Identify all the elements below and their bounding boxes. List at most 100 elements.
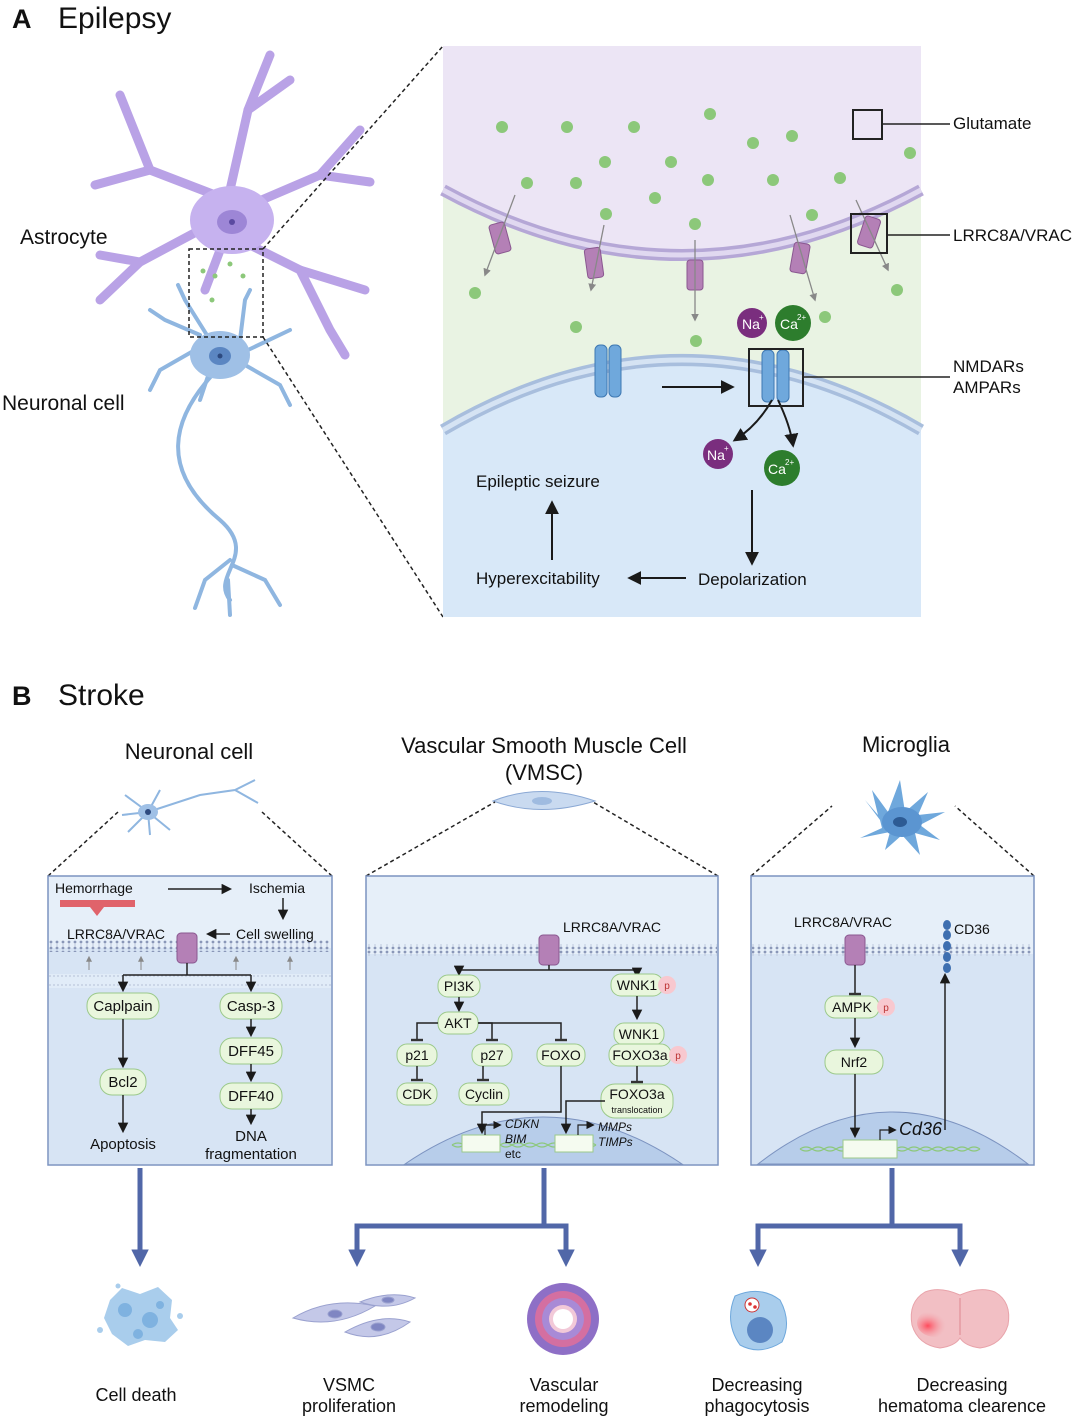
glutamate-molecule (665, 156, 677, 168)
glutamate-molecule (570, 177, 582, 189)
glutamate-molecule (904, 147, 916, 159)
astrocyte-label: Astrocyte (20, 226, 108, 249)
nmdar-channel-right (761, 349, 790, 403)
ampk-label: AMPK (832, 999, 872, 1015)
glutamate-molecule (689, 218, 701, 230)
phagocytosis-outcome-line2: phagocytosis (704, 1396, 809, 1416)
astrocyte-end (443, 46, 921, 255)
vrac-label: LRRC8A/VRAC (953, 226, 1072, 245)
microglia-vrac-label: LRRC8A/VRAC (794, 914, 892, 930)
wnk1-phospho-mark: p (664, 981, 670, 992)
panel-b-title: Stroke (58, 679, 145, 712)
stroke-microglia-column: Microglia LRRC8A/VRAC CD36 AMPK p (750, 732, 1035, 1166)
vsmc-promoter-2 (554, 1134, 594, 1153)
wnk1-label: WNK1 (619, 1026, 660, 1042)
hematoma-outcome-line1: Decreasing (916, 1375, 1007, 1395)
glutamate-release-arrows (483, 194, 889, 322)
hematoma-brain-icon (910, 1289, 1010, 1349)
casp3-label: Casp-3 (227, 998, 275, 1015)
p21-label: p21 (405, 1047, 429, 1063)
foxo3a-p-label: FOXO3a (612, 1047, 667, 1063)
vascular-remodeling-icon (527, 1283, 599, 1355)
timps-gene: TIMPs (598, 1135, 633, 1149)
bcl2-label: Bcl2 (108, 1074, 137, 1091)
microglia-box-membrane (752, 944, 1033, 956)
bim-gene: BIM (505, 1132, 526, 1146)
svg-text:Na: Na (707, 447, 725, 463)
vascular-outcome-line1: Vascular (530, 1375, 599, 1395)
hemorrhage-label: Hemorrhage (55, 880, 133, 896)
nrf2-node (824, 1049, 884, 1075)
ischemia-label: Ischemia (249, 880, 305, 896)
glutamate-molecule (767, 174, 779, 186)
fragmentation-label: fragmentation (205, 1146, 297, 1163)
phagocytosis-icon (730, 1290, 787, 1351)
microglia-vrac-channel (844, 934, 866, 966)
vsmc-vrac-label: LRRC8A/VRAC (563, 919, 661, 935)
akt-label: AKT (444, 1015, 472, 1031)
astrocyte-illustration (90, 50, 375, 360)
neuron-postsynaptic (443, 360, 921, 617)
neuron-label: Neuronal cell (2, 392, 125, 415)
nmdar-channel-left (594, 344, 622, 398)
hyperexcitability-label: Hyperexcitability (476, 569, 600, 588)
na-ion-bottom: Na+ (703, 439, 733, 469)
cdk-label: CDK (402, 1086, 432, 1102)
panel-a-title: Epilepsy (58, 2, 171, 35)
phagocytosis-outcome-line1: Decreasing (711, 1375, 802, 1395)
cyclin-node (458, 1082, 510, 1106)
vascular-outcome-line2: remodeling (519, 1396, 608, 1416)
nmdar-label: NMDARs (953, 357, 1024, 376)
cell-death-label: Cell death (95, 1385, 176, 1405)
ampk-phospho-mark: p (883, 1003, 889, 1014)
cdkn-gene: CDKN (505, 1117, 539, 1131)
cd36-label: CD36 (954, 921, 990, 937)
vsmc-title-line2: (VMSC) (505, 760, 583, 785)
glutamate-molecule (649, 192, 661, 204)
panel-a-letter: A (12, 4, 32, 34)
glutamate-label: Glutamate (953, 114, 1031, 133)
vsmc-vrac-channel (538, 934, 560, 966)
foxo3a-phospho-mark: p (675, 1051, 681, 1062)
neuron-illustration (148, 283, 292, 617)
hematoma-outcome-line2: hematoma clearence (878, 1396, 1046, 1416)
glutamate-molecule (521, 177, 533, 189)
cell-death-icon (97, 1283, 183, 1346)
stroke-neuron-title: Neuronal cell (125, 739, 253, 764)
cdk-node (396, 1082, 438, 1106)
vrac-callout-box (850, 213, 888, 254)
glutamate-molecule (600, 208, 612, 220)
zoom-box (188, 248, 264, 338)
synapse-glutamate-dots (200, 261, 246, 303)
microglia-promoter (842, 1139, 898, 1159)
cd36-gene: Cd36 (899, 1119, 943, 1139)
calpain-label: Caplpain (93, 998, 152, 1015)
wnk1-p-label: WNK1 (617, 977, 658, 993)
mmps-gene: MMPs (598, 1120, 632, 1134)
glutamate-molecule (702, 174, 714, 186)
stroke-neuron-column: Neuronal cell Hemorrhage Ischemia Cell s… (47, 739, 333, 1166)
glutamate-molecule (704, 108, 716, 120)
panel-b-letter: B (12, 681, 32, 711)
svg-text:+: + (759, 313, 764, 322)
vsmc-promoter-1 (461, 1134, 501, 1153)
zoom-line-top (262, 45, 444, 250)
svg-text:2+: 2+ (797, 313, 806, 322)
glutamate-molecule (690, 335, 702, 347)
nrf2-label: Nrf2 (841, 1054, 868, 1070)
glutamate-molecule (561, 121, 573, 133)
glutamate-molecule (496, 121, 508, 133)
vsmc-outcome-line1: VSMC (323, 1375, 375, 1395)
hemorrhage-vessel-icon (60, 900, 135, 907)
neuron-vrac-channel (176, 932, 198, 964)
svg-text:Ca: Ca (768, 461, 786, 477)
svg-text:2+: 2+ (785, 458, 794, 467)
glutamate-molecules (469, 108, 916, 347)
vsmc-proliferation-icon (291, 1294, 417, 1338)
small-microglia-icon (860, 780, 945, 855)
cd36-receptor (943, 920, 951, 973)
depolarization-label: Depolarization (698, 570, 807, 589)
